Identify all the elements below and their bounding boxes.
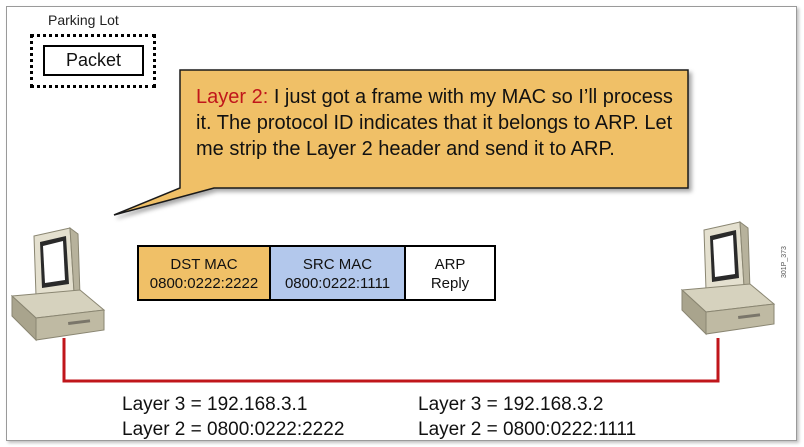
arp-field: ARP Reply [404, 247, 494, 299]
right-computer-icon [680, 220, 776, 336]
src-mac-label: SRC MAC [302, 256, 373, 273]
network-link [62, 338, 720, 383]
packet-box: Packet [43, 45, 144, 76]
src-mac-value: 0800:0222:1111 [284, 275, 391, 292]
arp-label: ARP [434, 256, 466, 273]
left-computer-icon [10, 226, 106, 342]
figure-code: 301P_373 [781, 246, 788, 278]
right-layer2: Layer 2 = 0800:0222:1111 [418, 419, 637, 440]
left-layer3: Layer 3 = 192.168.3.1 [122, 394, 308, 415]
speech-callout [113, 69, 689, 216]
left-host-addresses: Layer 3 = 192.168.3.1 Layer 2 = 0800:022… [122, 392, 344, 442]
dst-mac-label: DST MAC [170, 256, 238, 273]
dst-mac-field: DST MAC 0800:0222:2222 [139, 247, 269, 299]
arp-value: Reply [430, 275, 470, 292]
parking-lot-label: Parking Lot [48, 12, 119, 28]
callout-text: Layer 2: I just got a frame with my MAC … [196, 84, 686, 162]
ethernet-frame: DST MAC 0800:0222:2222 SRC MAC 0800:0222… [137, 245, 496, 301]
callout-prefix: Layer 2: [196, 86, 269, 108]
left-layer2: Layer 2 = 0800:0222:2222 [122, 419, 345, 440]
src-mac-field: SRC MAC 0800:0222:1111 [269, 247, 404, 299]
right-host-addresses: Layer 3 = 192.168.3.2 Layer 2 = 0800:022… [418, 392, 636, 442]
dst-mac-value: 0800:0222:2222 [149, 275, 259, 292]
callout-body: I just got a frame with my MAC so I’ll p… [196, 86, 673, 160]
right-layer3: Layer 3 = 192.168.3.2 [418, 394, 604, 415]
parking-lot-box [30, 34, 156, 88]
